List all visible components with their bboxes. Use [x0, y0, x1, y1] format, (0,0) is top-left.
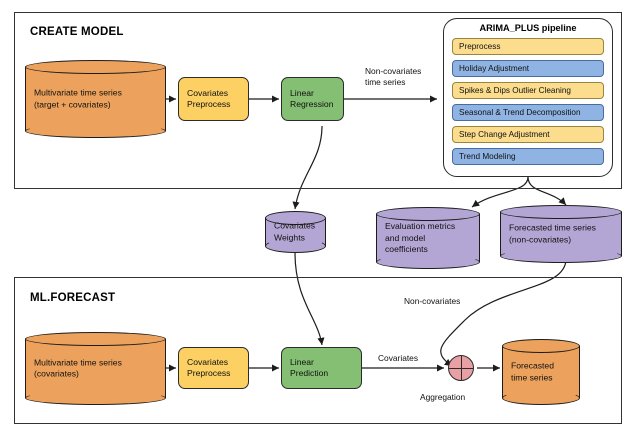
cylinder-bottom: [502, 391, 580, 405]
artifact-forecasted-non-covariates: Forecasted time series (non-covariates): [500, 205, 622, 263]
artifact-evaluation-metrics: Evaluation metrics and model coefficient…: [376, 207, 480, 269]
cylinder-top: [25, 60, 166, 74]
pipeline-stage-preprocess[interactable]: Preprocess: [452, 38, 604, 55]
cylinder-body: [376, 214, 480, 262]
cylinder-body: [500, 212, 622, 256]
cylinder-bottom: [265, 239, 326, 253]
non-covariates-edge-label: Non-covariates: [404, 296, 461, 306]
create-model-group: [14, 12, 622, 189]
arima-plus-pipeline-title: ARIMA_PLUS pipeline: [479, 23, 577, 33]
cylinder-bottom: [25, 391, 166, 405]
cylinder-top: [25, 332, 166, 346]
cylinder-bottom: [25, 124, 166, 138]
pipeline-stage-step-change-adjustment[interactable]: Step Change Adjustment: [452, 126, 604, 143]
artifact-covariates-weights: Covariates Weights: [265, 211, 326, 253]
cylinder-bottom: [500, 249, 622, 263]
non-covariates-branch-label: Non-covariates time series: [365, 66, 422, 87]
pipeline-stage-seasonal-trend-decomposition[interactable]: Seasonal & Trend Decomposition: [452, 104, 604, 121]
cylinder-top: [265, 211, 326, 225]
ml-forecast-covariates-preprocess[interactable]: Covariates Preprocess: [178, 347, 249, 389]
ml-forecast-linear-prediction[interactable]: Linear Prediction: [281, 347, 362, 389]
aggregation-node[interactable]: [448, 355, 474, 381]
artifact-covariates-weights-label: Covariates Weights: [274, 220, 316, 243]
covariates-edge-label: Covariates: [378, 353, 419, 363]
ml-forecast-input-store-label: Multivariate time series (covariates): [34, 357, 122, 379]
artifact-forecasted-non-covariates-label: Forecasted time series (non-covariates): [509, 222, 596, 245]
pipeline-stage-holiday-adjustment[interactable]: Holiday Adjustment: [452, 60, 604, 77]
create-model-title: CREATE MODEL: [30, 26, 124, 38]
ml-forecast-title: ML.FORECAST: [30, 292, 116, 304]
pipeline-stage-trend-modeling[interactable]: Trend Modeling: [452, 148, 604, 165]
cylinder-top: [502, 339, 580, 353]
create-model-input-store-label: Multivariate time series (target + covar…: [34, 87, 122, 110]
cylinder-body: [502, 346, 580, 398]
create-model-linear-regression[interactable]: Linear Regression: [281, 77, 344, 121]
cylinder-top: [500, 205, 622, 219]
ml-forecast-output-store: Forecasted time series: [502, 339, 580, 405]
cylinder-top: [376, 207, 480, 221]
aggregation-label: Aggregation: [420, 392, 466, 402]
artifact-evaluation-metrics-label: Evaluation metrics and model coefficient…: [385, 220, 456, 254]
cylinder-body: [25, 67, 166, 131]
create-model-covariates-preprocess[interactable]: Covariates Preprocess: [178, 77, 249, 121]
pipeline-stage-spikes-dips-outlier-cleaning[interactable]: Spikes & Dips Outlier Cleaning: [452, 82, 604, 99]
arima-plus-pipeline: ARIMA_PLUS pipeline Preprocess Holiday A…: [443, 18, 613, 177]
ml-forecast-input-store: Multivariate time series (covariates): [25, 332, 166, 405]
cylinder-bottom: [376, 255, 480, 269]
create-model-input-store: Multivariate time series (target + covar…: [25, 60, 166, 138]
cylinder-body: [25, 339, 166, 398]
ml-forecast-group: [14, 277, 622, 424]
ml-forecast-output-store-label: Forecasted time series: [511, 360, 554, 383]
